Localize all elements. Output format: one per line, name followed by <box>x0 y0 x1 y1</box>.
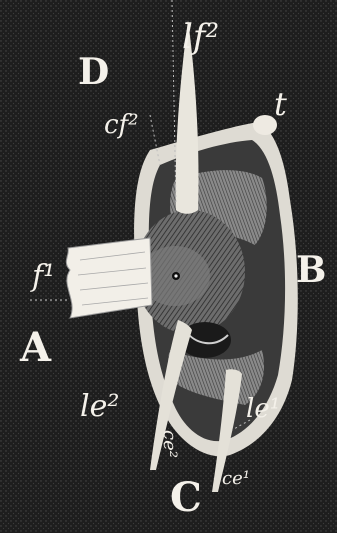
label-A: A <box>20 328 51 368</box>
label-ce1: ce¹ <box>222 470 250 488</box>
label-C: C <box>170 478 202 518</box>
label-lf2: lf² <box>182 20 219 54</box>
label-D: D <box>78 54 109 90</box>
label-le1: le¹ <box>246 396 280 422</box>
label-f1: f¹ <box>32 262 55 292</box>
label-cf2: cf² <box>104 112 139 138</box>
page-margin <box>337 0 347 533</box>
label-B: B <box>296 252 326 288</box>
label-t: t <box>274 88 287 120</box>
label-ce2: ce² <box>160 430 178 458</box>
label-le2: le² <box>80 392 119 422</box>
fascia-ribbon-left <box>66 238 152 318</box>
